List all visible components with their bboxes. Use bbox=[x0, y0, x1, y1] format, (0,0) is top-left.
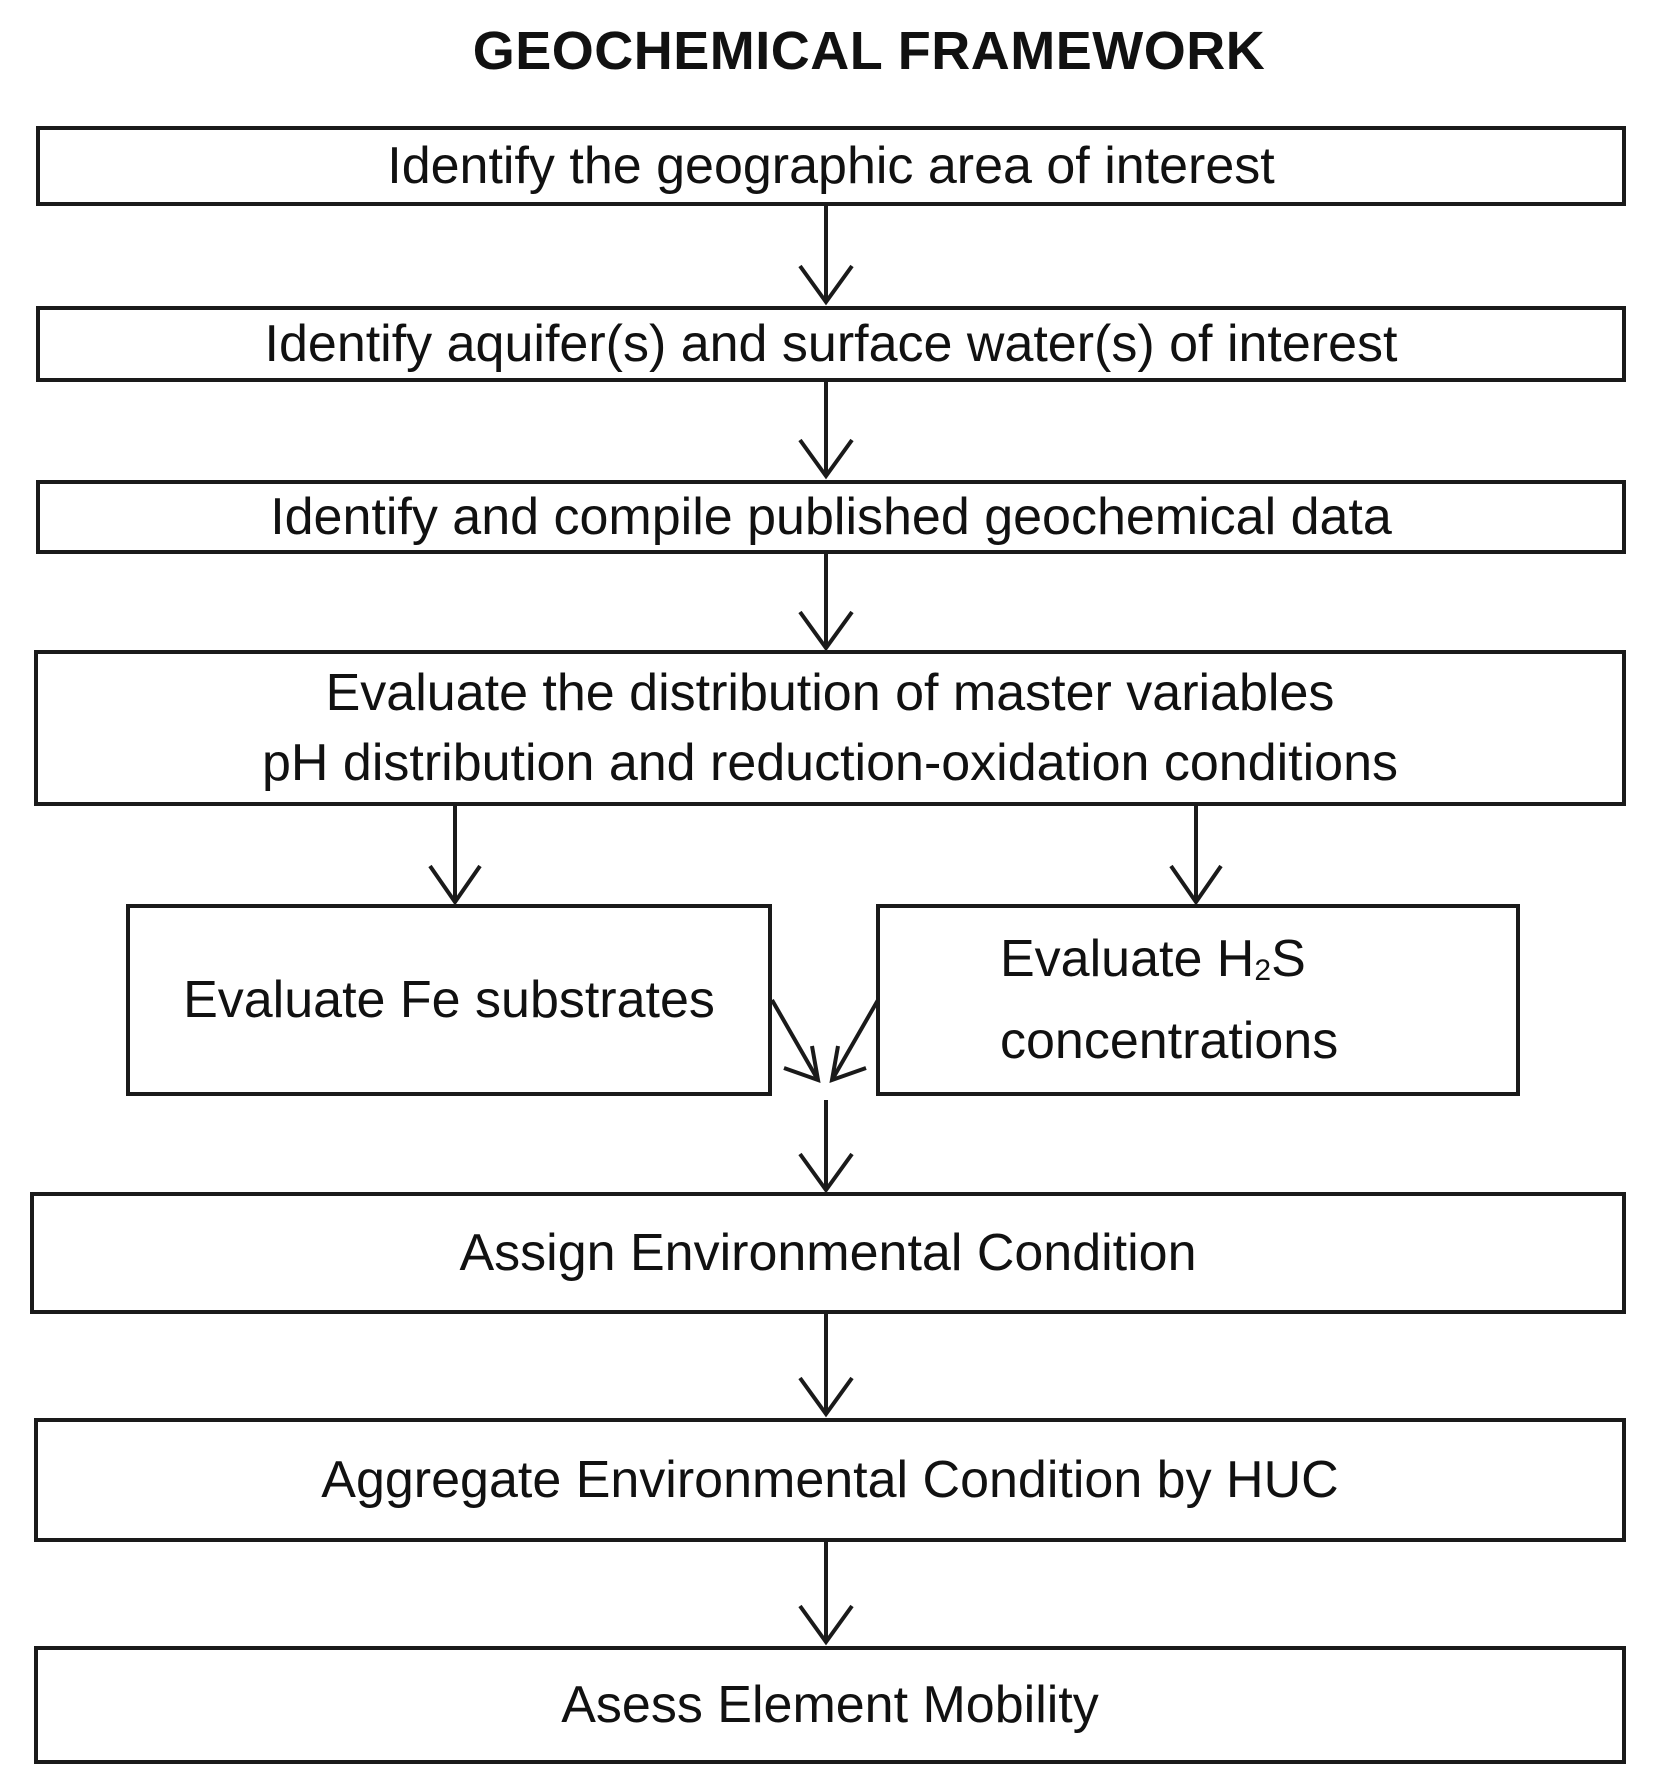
step-assign-condition-label: Assign Environmental Condition bbox=[459, 1224, 1197, 1282]
arrow-fe-to-merge bbox=[770, 999, 820, 1081]
step-identify-area-label: Identify the geographic area of interest bbox=[387, 137, 1275, 195]
step-fe-substrates: Evaluate Fe substrates bbox=[126, 904, 772, 1096]
step-compile-data-label: Identify and compile published geochemic… bbox=[270, 488, 1392, 546]
step-h2s-prefix: Evaluate H bbox=[1000, 930, 1255, 988]
arrowhead-9 bbox=[798, 1376, 854, 1418]
step-h2s-suffix: S bbox=[1271, 930, 1306, 988]
step-h2s-text: Evaluate H2S concentrations bbox=[1000, 924, 1338, 1076]
arrow-h2s-to-merge bbox=[830, 999, 880, 1081]
arrowhead-6 bbox=[783, 1045, 821, 1084]
step-h2s-subscript: 2 bbox=[1254, 954, 1272, 987]
step-assess-mobility: Asess Element Mobility bbox=[34, 1646, 1626, 1764]
step-identify-area: Identify the geographic area of interest bbox=[36, 126, 1626, 206]
step-h2s-line2: concentrations bbox=[1000, 1012, 1339, 1070]
step-assign-condition: Assign Environmental Condition bbox=[30, 1192, 1626, 1314]
step-master-variables-line1: Evaluate the distribution of master vari… bbox=[325, 664, 1335, 722]
step-assess-mobility-label: Asess Element Mobility bbox=[561, 1676, 1099, 1734]
arrowhead-4 bbox=[428, 864, 482, 906]
step-identify-aquifers-label: Identify aquifer(s) and surface water(s)… bbox=[264, 315, 1398, 373]
step-h2s-line1: Evaluate H2S bbox=[1000, 924, 1306, 1006]
step-master-variables-line2: pH distribution and reduction-oxidation … bbox=[261, 734, 1399, 792]
step-h2s-concentrations: Evaluate H2S concentrations bbox=[876, 904, 1520, 1096]
arrowhead-7 bbox=[829, 1045, 867, 1084]
step-fe-substrates-label: Evaluate Fe substrates bbox=[183, 971, 715, 1029]
step-compile-data: Identify and compile published geochemic… bbox=[36, 480, 1626, 554]
arrowhead-1 bbox=[798, 264, 854, 306]
arrowhead-3 bbox=[798, 610, 854, 652]
diagram-title: GEOCHEMICAL FRAMEWORK bbox=[472, 21, 1266, 81]
step-master-variables: Evaluate the distribution of master vari… bbox=[34, 650, 1626, 806]
step-aggregate-condition-label: Aggregate Environmental Condition by HUC bbox=[321, 1451, 1339, 1509]
arrowhead-8 bbox=[798, 1152, 854, 1194]
arrowhead-5 bbox=[1169, 864, 1223, 906]
step-master-variables-text: Evaluate the distribution of master vari… bbox=[262, 658, 1398, 798]
step-aggregate-condition: Aggregate Environmental Condition by HUC bbox=[34, 1418, 1626, 1542]
arrowhead-10 bbox=[798, 1604, 854, 1646]
step-identify-aquifers: Identify aquifer(s) and surface water(s)… bbox=[36, 306, 1626, 382]
arrowhead-2 bbox=[798, 438, 854, 480]
